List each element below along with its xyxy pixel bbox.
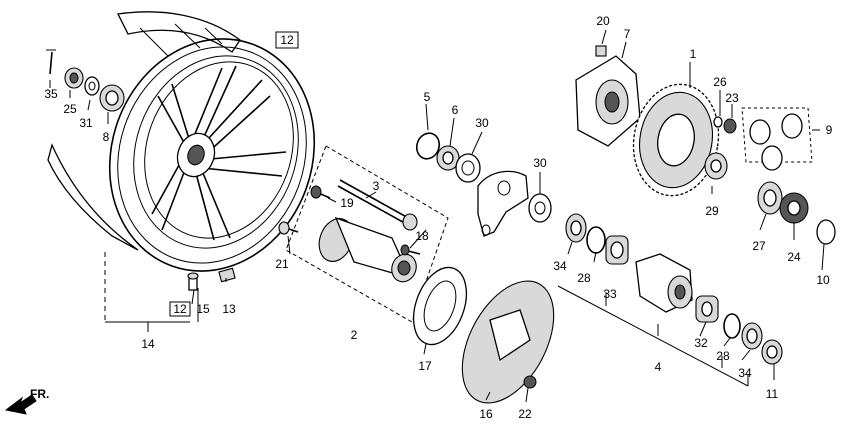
callout-30a: 30 — [475, 116, 489, 130]
spacer-29 — [704, 152, 728, 180]
callout-34a: 34 — [553, 259, 567, 273]
circlip-5 — [415, 132, 441, 160]
callout-14: 14 — [141, 337, 155, 351]
callout-18: 18 — [415, 229, 429, 243]
seal-34b — [741, 322, 763, 350]
callout-15: 15 — [196, 302, 210, 316]
spacer-25 — [64, 67, 84, 89]
balance-weight-13 — [218, 267, 236, 283]
plate-17 — [412, 266, 468, 346]
bolt-21 — [278, 221, 299, 235]
callout-23: 23 — [725, 91, 739, 105]
callout-19: 19 — [340, 196, 354, 210]
callout-10: 10 — [816, 273, 830, 287]
callout-22: 22 — [518, 407, 532, 421]
callout-11: 11 — [766, 387, 779, 401]
callout-32: 32 — [694, 336, 708, 350]
ref-box-bottom: 12 — [169, 301, 191, 317]
callout-labels: 1 2 3 4 5 6 7 8 9 10 11 13 14 15 16 17 1… — [44, 14, 832, 421]
callout-1: 1 — [690, 47, 697, 61]
seal-34a — [565, 213, 587, 243]
bearing-8 — [99, 84, 125, 112]
callout-2: 2 — [351, 328, 358, 342]
nut-23 — [723, 118, 737, 134]
front-direction-arrow: FR. — [4, 387, 49, 415]
callout-9: 9 — [826, 123, 833, 137]
callout-8: 8 — [103, 130, 110, 144]
callout-21: 21 — [275, 257, 289, 271]
caliper-bracket — [477, 170, 529, 237]
callout-17: 17 — [418, 359, 432, 373]
callout-4: 4 — [655, 360, 662, 374]
callout-34b: 34 — [738, 366, 752, 380]
callout-5: 5 — [424, 90, 431, 104]
callout-35: 35 — [44, 87, 58, 101]
washer-31 — [84, 76, 100, 96]
washer-27 — [757, 181, 783, 215]
callout-24: 24 — [787, 250, 801, 264]
seal-10 — [816, 219, 836, 245]
ref-box-top: 12 — [275, 31, 299, 49]
valve-stem-15 — [187, 272, 199, 291]
callout-20: 20 — [596, 14, 610, 28]
axle-pin-35 — [46, 49, 56, 75]
callout-33: 33 — [603, 287, 617, 301]
callout-28a: 28 — [577, 271, 591, 285]
damper-set-9 — [741, 107, 813, 171]
washer-26 — [713, 116, 723, 128]
bearing-32 — [695, 295, 719, 323]
circlip-28a — [586, 226, 606, 254]
nut-22 — [523, 375, 537, 389]
hub-assembly-2 — [285, 145, 449, 323]
callout-31: 31 — [79, 116, 93, 130]
callout-16: 16 — [479, 407, 493, 421]
sprocket-hub-7 — [575, 55, 641, 147]
washer-30a — [455, 153, 481, 183]
ref-box-label: 12 — [280, 33, 294, 47]
callout-26: 26 — [713, 75, 727, 89]
cover-disc-16 — [461, 280, 555, 404]
callout-27: 27 — [752, 239, 766, 253]
nut-24 — [779, 192, 809, 224]
collar-11 — [761, 339, 783, 365]
callout-25: 25 — [63, 102, 77, 116]
washer-30b — [528, 193, 552, 223]
hub-flange-4 — [635, 253, 693, 313]
callout-7: 7 — [624, 27, 631, 41]
callout-28b: 28 — [716, 349, 730, 363]
direction-label: FR. — [30, 387, 49, 401]
callout-3: 3 — [373, 179, 380, 193]
circlip-28b — [723, 313, 741, 339]
bolt-20 — [595, 45, 607, 57]
callout-30b: 30 — [533, 156, 547, 170]
bearing-33 — [605, 235, 629, 265]
callout-13: 13 — [222, 302, 236, 316]
rear-wheel — [47, 11, 316, 272]
leader-lines — [49, 29, 825, 403]
nut-6 — [436, 145, 460, 171]
sprocket-1 — [632, 83, 720, 197]
ref-box-label: 12 — [173, 302, 187, 316]
callout-29: 29 — [705, 204, 719, 218]
callout-6: 6 — [452, 103, 459, 117]
